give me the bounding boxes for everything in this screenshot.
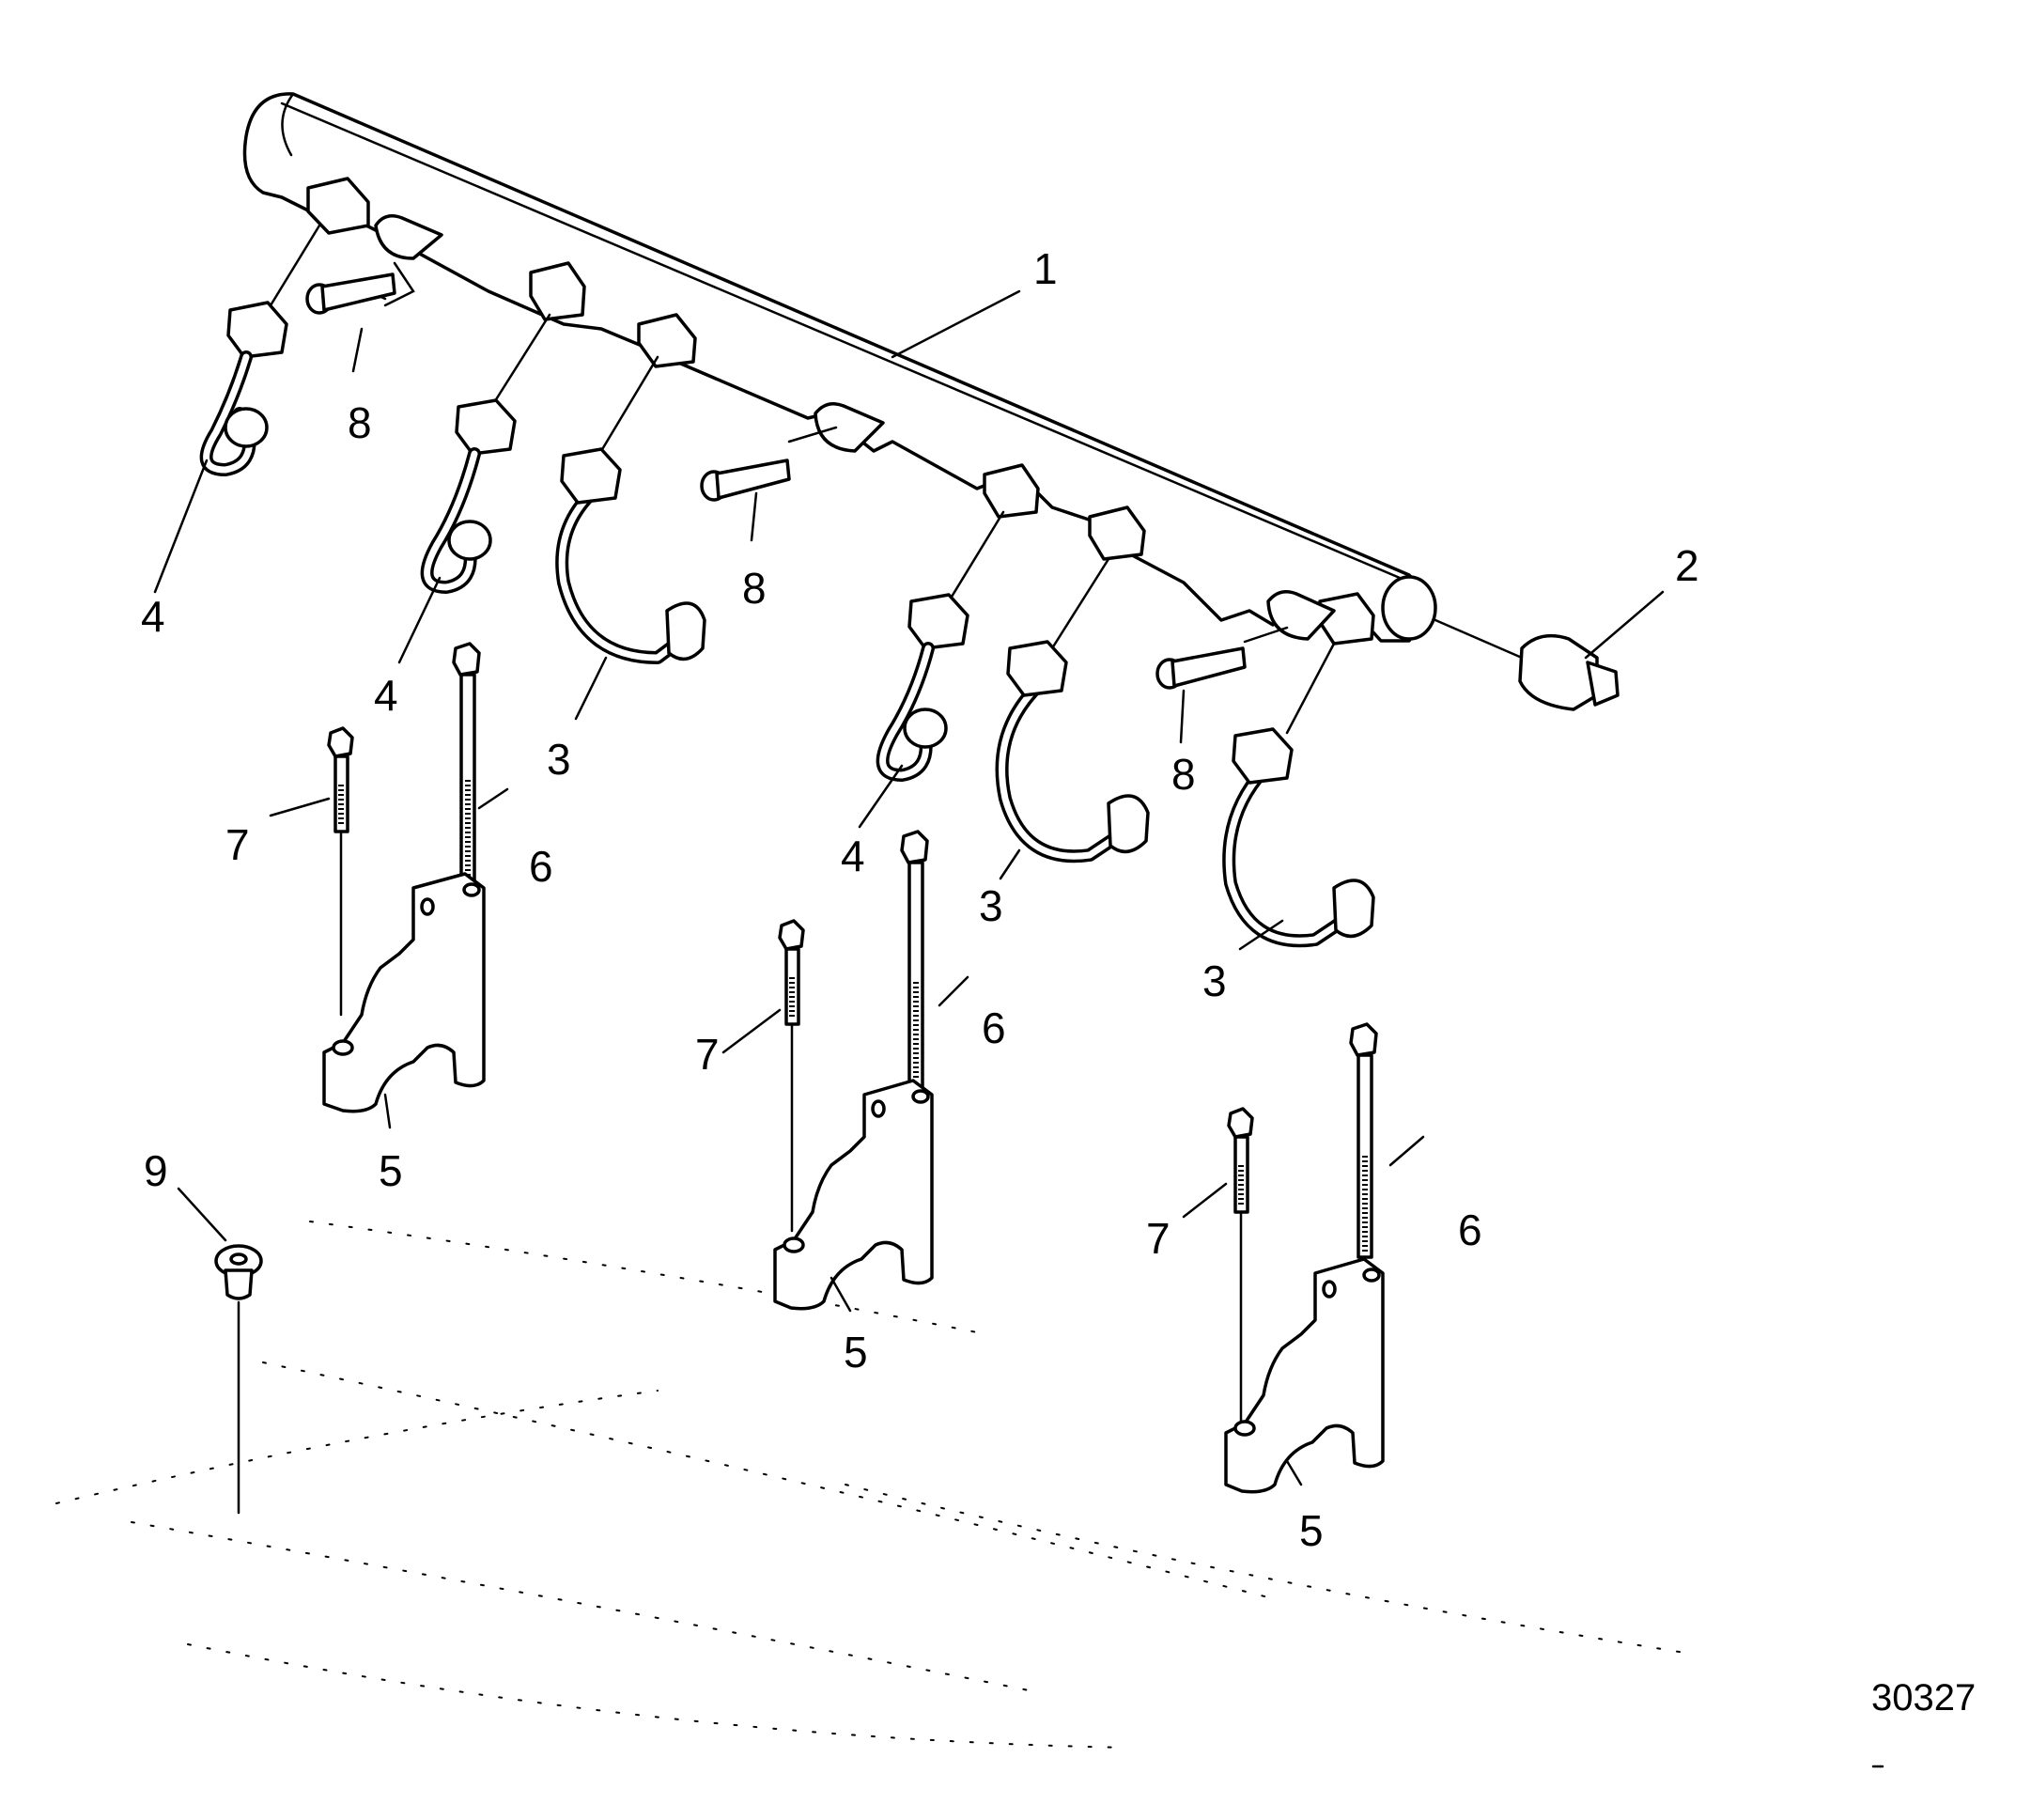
- injector-pipe-4b: [420, 313, 551, 594]
- callout-4c: 4: [841, 832, 865, 880]
- callout-7a: 7: [225, 820, 250, 869]
- figure-number: 30327: [1871, 1677, 1976, 1719]
- rail-bolt-8c: [1155, 626, 1289, 690]
- fuel-rail: [242, 92, 1437, 646]
- callout-5b: 5: [844, 1328, 868, 1377]
- callout-8a: 8: [348, 398, 372, 447]
- bracket-assembly-left: [322, 642, 486, 1113]
- callout-8b: 8: [742, 564, 767, 613]
- callout-labels: 1 2 3 3 3 4 4 4 5 5 5 6 6 6 7 7 7 8 8 8 …: [141, 244, 1699, 1555]
- injector-pipe-3c: [1222, 642, 1375, 948]
- plug-9: [214, 1244, 263, 1515]
- bracket-assembly-middle: [773, 830, 934, 1311]
- callout-5c: 5: [1299, 1506, 1324, 1555]
- callout-7b: 7: [695, 1030, 720, 1079]
- callout-5a: 5: [379, 1146, 403, 1195]
- callout-2: 2: [1675, 541, 1699, 590]
- callout-8c: 8: [1171, 750, 1196, 799]
- callout-7c: 7: [1146, 1214, 1171, 1263]
- injector-pipe-3a: [555, 355, 706, 664]
- injector-pipe-3b: [995, 557, 1150, 863]
- bracket-assembly-right: [1224, 1022, 1385, 1494]
- callout-4b: 4: [374, 671, 398, 720]
- callout-6a: 6: [529, 842, 553, 891]
- callout-3c: 3: [1202, 957, 1227, 1005]
- callout-6b: 6: [982, 1003, 1006, 1052]
- callout-3a: 3: [547, 735, 571, 784]
- callout-9: 9: [144, 1146, 168, 1195]
- rail-bolt-8a: [305, 261, 415, 315]
- pressure-sensor: [1434, 618, 1620, 711]
- callout-1: 1: [1033, 244, 1058, 293]
- callout-6c: 6: [1458, 1206, 1482, 1254]
- callout-3b: 3: [979, 881, 1003, 930]
- callout-4a: 4: [141, 592, 165, 641]
- rail-bolt-8b: [700, 426, 838, 502]
- injector-pipe-4c: [876, 510, 1005, 782]
- injector-pipe-4a: [199, 224, 321, 476]
- leader-lines: [153, 289, 1665, 1486]
- background-speckle: [55, 1221, 1692, 1749]
